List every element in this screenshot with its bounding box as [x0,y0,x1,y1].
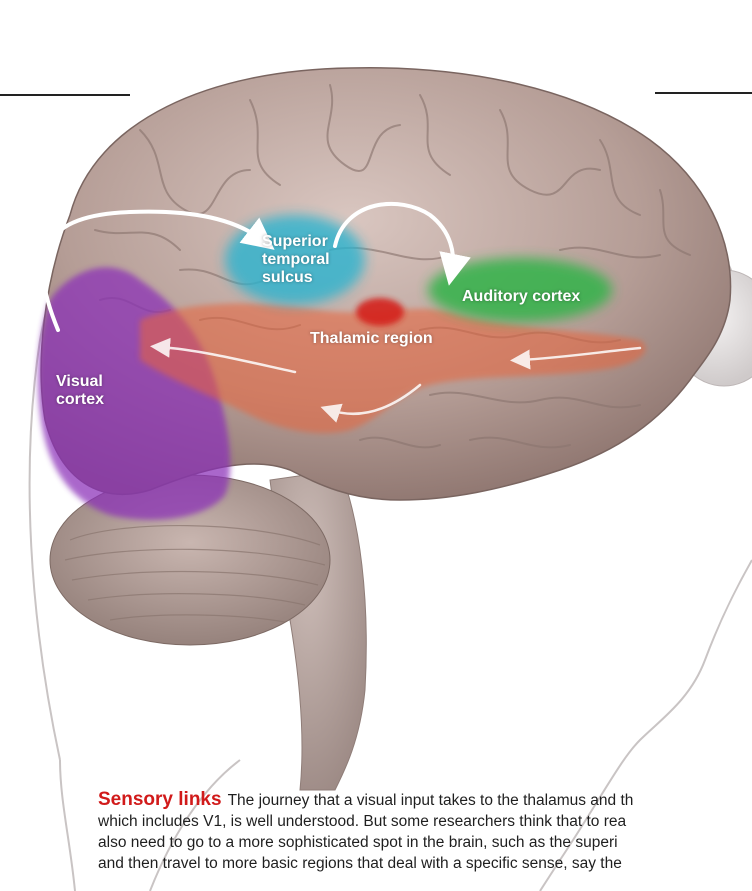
label-sts-line-2: temporal [262,251,330,269]
label-superior-temporal-sulcus: Superior temporal sulcus [262,233,330,287]
caption-line-4: and then travel to more basic regions th… [98,853,752,874]
caption-line-2: which includes V1, is well understood. B… [98,811,752,832]
label-auditory-cortex: Auditory cortex [462,288,580,306]
label-sts-line-3: sulcus [262,269,330,287]
thalamus-core [356,298,404,326]
label-sts-line-1: Superior [262,233,330,251]
label-thalamic-region: Thalamic region [310,330,433,348]
label-visual-line-2: cortex [56,391,104,409]
label-visual-line-1: Visual [56,373,104,391]
caption-heading: Sensory links [98,789,222,810]
label-visual-cortex: Visual cortex [56,373,104,409]
caption-line-1: Sensory links The journey that a visual i… [98,789,752,811]
figure-caption: Sensory links The journey that a visual i… [98,789,752,874]
caption-text-1: The journey that a visual input takes to… [228,792,634,809]
caption-line-3: also need to go to a more sophisticated … [98,832,752,853]
